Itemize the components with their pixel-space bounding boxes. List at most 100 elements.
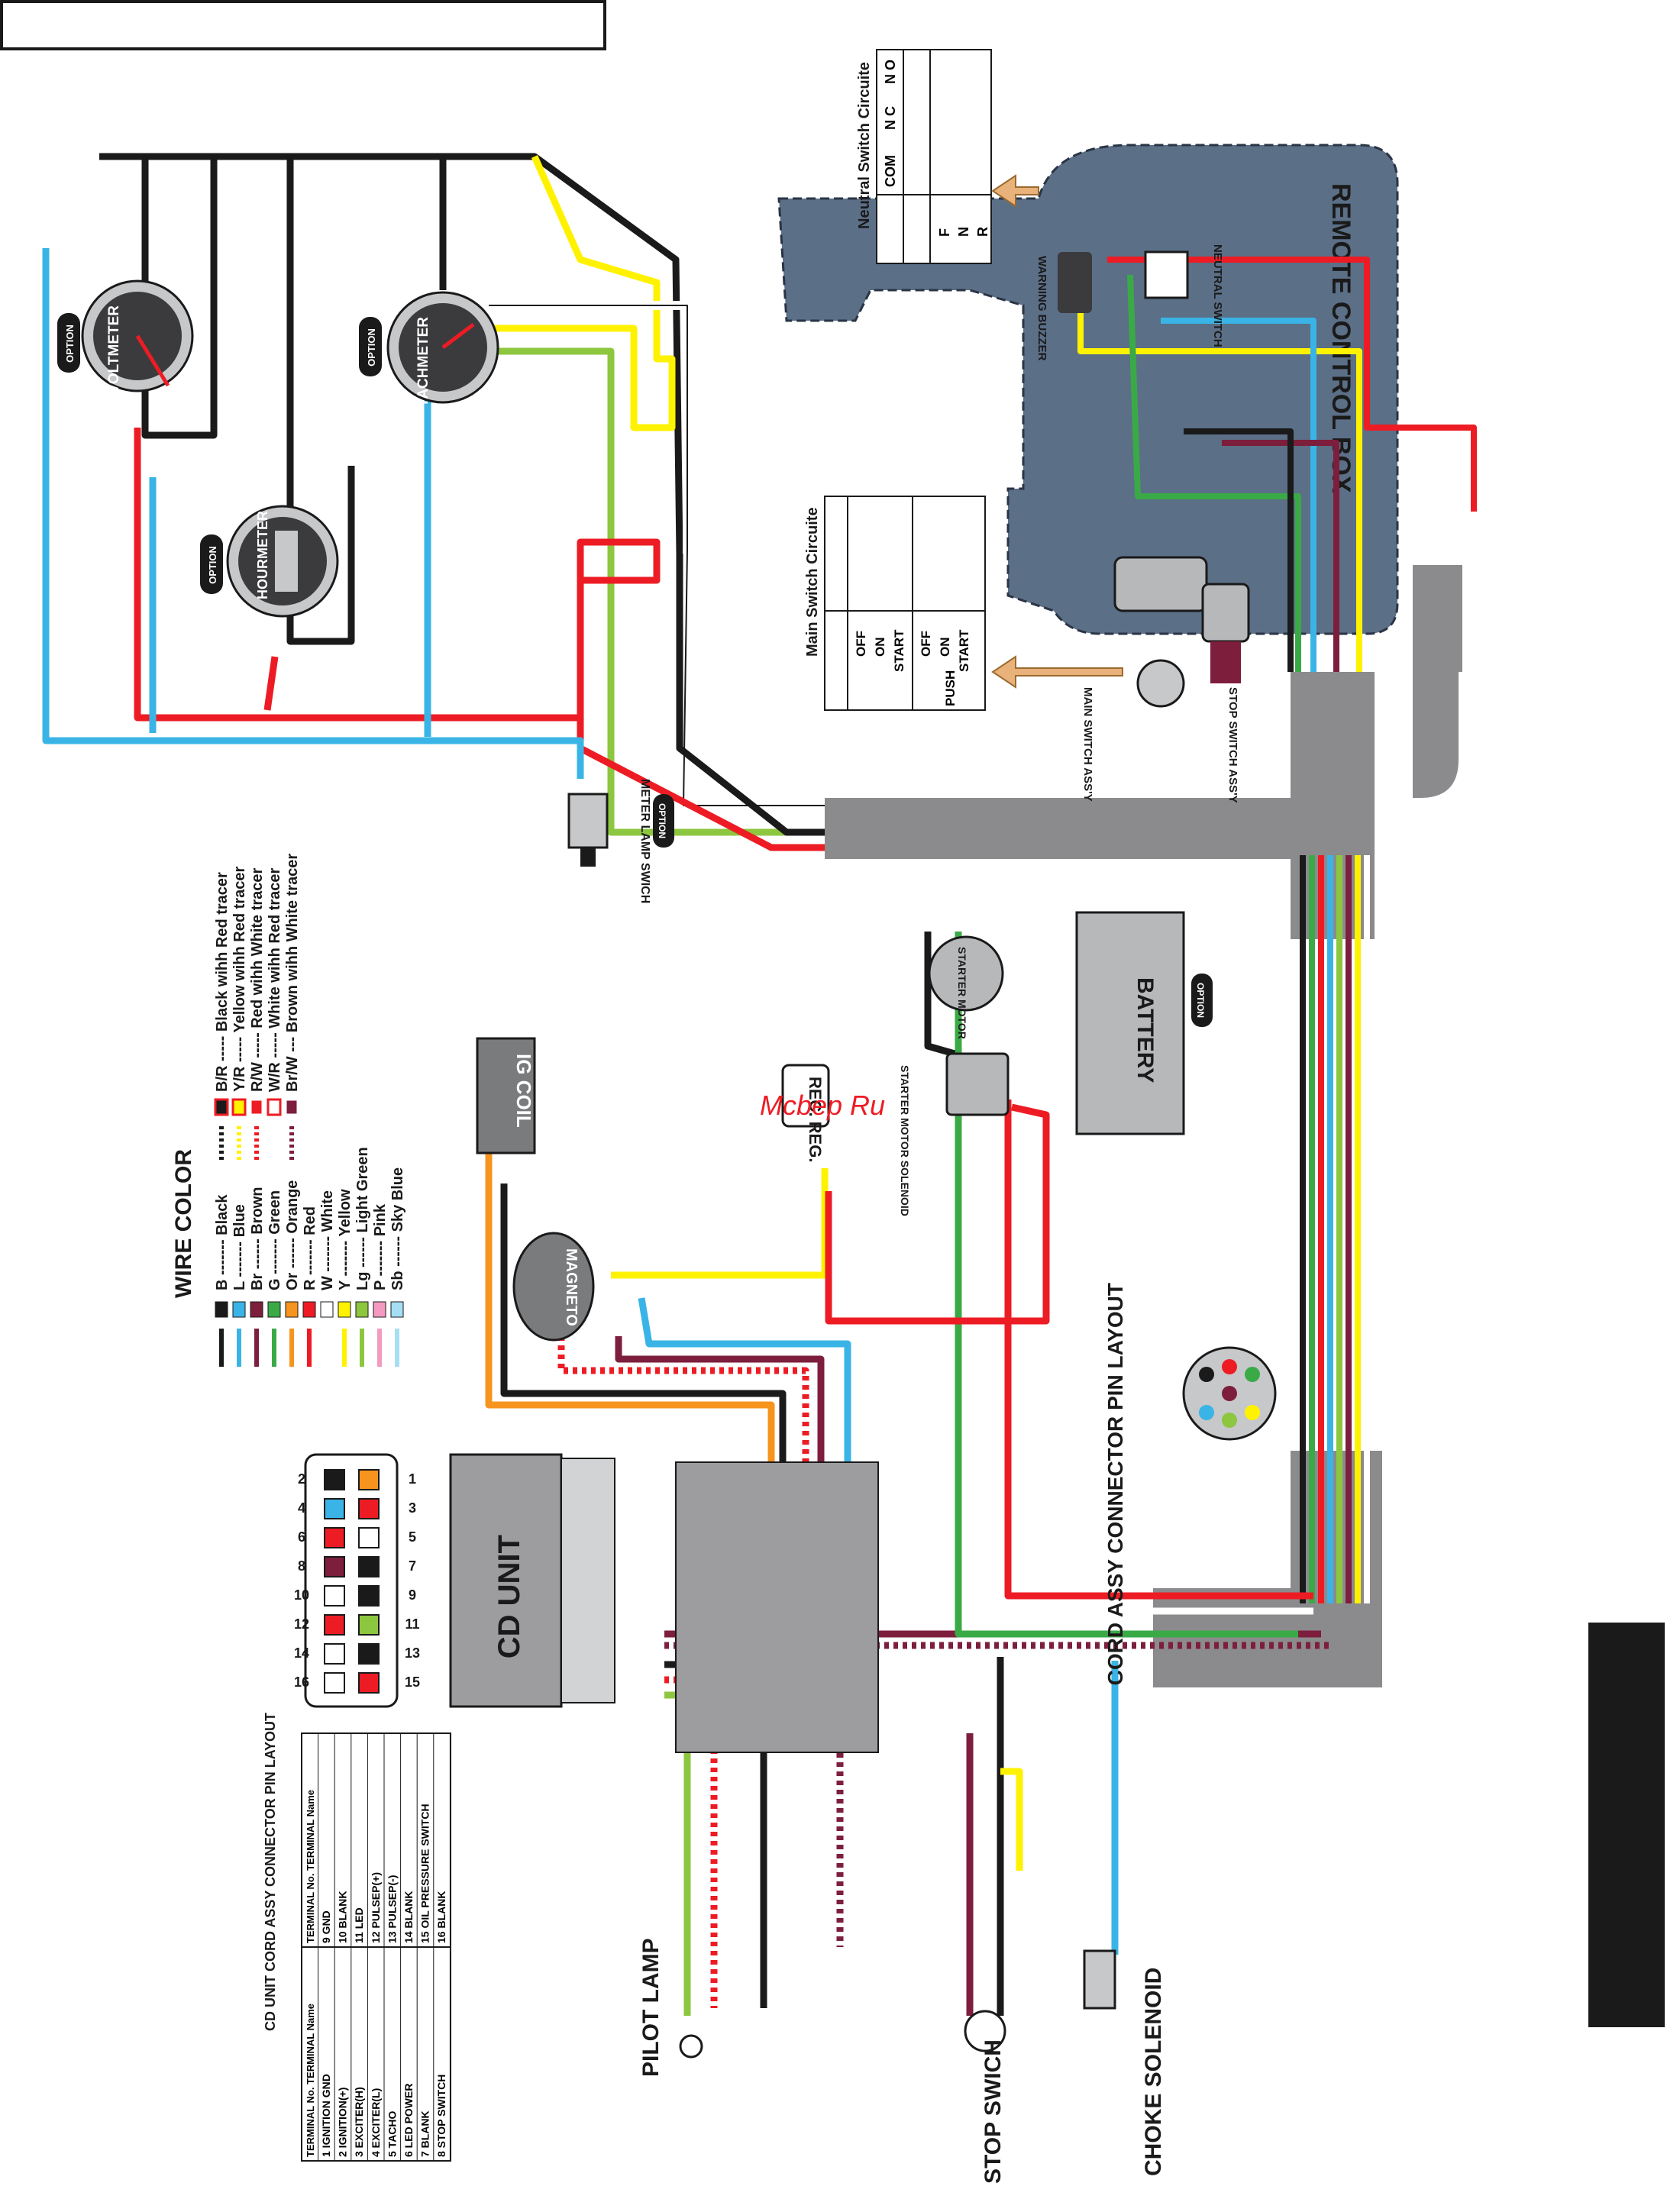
option-badge-text: OPTION [366,328,377,367]
wire-blue-meters [42,248,584,779]
legend-entry: P ------- Pink [372,1203,389,1367]
legend-swatch [338,1301,351,1318]
cd-connector-frame [304,1453,399,1708]
starter-motor-body [928,935,1004,1012]
rec-reg-body [781,1064,830,1128]
tracer-label: B/R ----- Black wihh Red tracer [214,872,231,1092]
wire-battery-black [924,932,956,1058]
warning-buzzer-label: WARNING BUZZER [1035,256,1048,361]
legend-label: W ------- White [319,1190,336,1290]
hourmeter: HOURMETER [226,505,339,618]
cd-pin-number: 4 [298,1500,305,1516]
tracer-swatch [214,1098,229,1116]
legend-swatch [302,1301,316,1318]
choke-solenoid-label: CHOKE SOLENOID [1141,1968,1166,2176]
tachmeter-needle [441,323,475,349]
hourmeter-display [275,531,298,592]
cd-table-row: 15 OIL PRESSURE SWITCH [419,1804,431,1943]
cord-pin [1222,1359,1237,1374]
cd-table-header: TERMINAL No. TERMINAL Name [305,1790,316,1943]
wire-rb-yellow [1077,305,1362,672]
cd-pin-number: 11 [405,1616,419,1632]
wire-rb-black [1184,428,1294,672]
voltmeter-needle [135,334,170,387]
cd-table-row: 16 BLANK [435,1891,447,1943]
legend-entry: Or ------ Orange [284,1180,301,1367]
option-badge-voltmeter: OPTION [57,313,80,373]
page-tab [1588,1623,1665,2027]
cord-pin [1199,1367,1214,1382]
voltmeter: VOLTMETER [81,279,194,394]
cd-pin-number: 14 [294,1645,309,1661]
cd-table-row: 9 GND [320,1910,332,1943]
cord-assy-layout: CORD ASSY CONNECTOR PIN LAYOUT [1103,1283,1277,1685]
magneto-label: MAGNETO [563,1248,580,1326]
main-switch-key [1136,659,1185,708]
main-harness [825,565,1462,939]
cd-pin [358,1498,380,1519]
cd-pin-number: 1 [409,1471,416,1487]
tachmeter: TACHMETER [386,291,499,407]
cd-connector [561,1458,615,1703]
cd-table-row: 6 LED POWER [402,2084,415,2157]
legend-tracer: R/W ----- Red wihh White tracer [249,867,266,1161]
cd-unit-body [449,1453,563,1708]
tracer-swatch [267,1098,282,1116]
warning-buzzer-body [1058,252,1092,313]
cd-table-row: 13 PULSEP(-) [386,1875,398,1943]
stop-switch-label: STOP SWITCH ASS'Y [1226,687,1239,803]
main-row-start: START [892,629,906,672]
wire-red-harness [577,611,825,851]
stop-swich-label: STOP SWICH [980,2039,1006,2184]
cd-pin-table: CD UNIT CORD ASSY CONNECTOR PIN LAYOUT T… [263,1713,451,2162]
cd-pin [324,1498,345,1519]
wire-y-cd [611,1168,829,1279]
tachmeter-label: TACHMETER [415,317,431,407]
wire-rb-green [1127,274,1301,672]
neutral-row-f: F [937,228,952,237]
stop-switch-assy: STOP SWITCH ASS'Y [1201,583,1250,803]
pilot-lamp-body [679,2034,703,2059]
cd-table-row: 14 BLANK [402,1891,415,1943]
harness-horizontal [825,798,1375,859]
meter-lamp-switch: METER LAMP SWICH OPTION [567,779,674,903]
legend-label: Y ------- Yellow [337,1189,354,1290]
cord-pin [1245,1367,1260,1382]
neutral-table-title: Neutral Switch Circuite [856,62,873,229]
remote-control-box [777,144,1399,635]
legend-swatch [267,1301,281,1318]
cd-table-row: 8 STOP SWITCH [435,2075,447,2157]
main-switch-table: Main Switch Circuite OFF ON START PUSH O… [804,496,986,711]
cord-assy-label: CORD ASSY CONNECTOR PIN LAYOUT [1103,1283,1127,1685]
legend-title: WIRE COLOR [171,1149,196,1298]
main-switch-body [1113,556,1208,612]
wire-rb-brown [1222,440,1339,672]
main-push-label: PUSH [943,670,958,706]
battery-body [1075,911,1185,1135]
main-push-on: ON [938,638,952,657]
cd-table-row: 10 BLANK [337,1891,349,1943]
legend-label: P ------- Pink [372,1203,389,1290]
hourmeter-label: HOURMETER [255,511,270,599]
title-box [0,0,606,50]
legend-tracer: Br/W --- Brown wihh White tracer [284,854,301,1161]
main-row-on: ON [873,638,887,657]
stop-swich-body [964,2010,1006,2052]
cd-pin-number: 10 [294,1587,309,1603]
wire-lightgreen [489,347,825,836]
legend-entry: Y ------- Yellow [337,1189,354,1367]
cd-table-row: 5 TACHO [386,2110,398,2157]
tracer-label: R/W ----- Red wihh White tracer [249,867,266,1092]
main-table-title: Main Switch Circuite [804,507,821,657]
cd-pin [358,1643,380,1665]
neutral-col-com: COM [883,155,898,187]
wire-red-solenoid [1004,1100,1313,1600]
neutral-switch: NEUTRAL SWITCH [1144,244,1224,347]
wire-l-cd [638,1297,851,1565]
starter-motor: STARTER MOTOR [928,935,1004,1039]
cd-pin-number: 12 [294,1616,309,1632]
wire-black-cd [500,1184,787,1477]
